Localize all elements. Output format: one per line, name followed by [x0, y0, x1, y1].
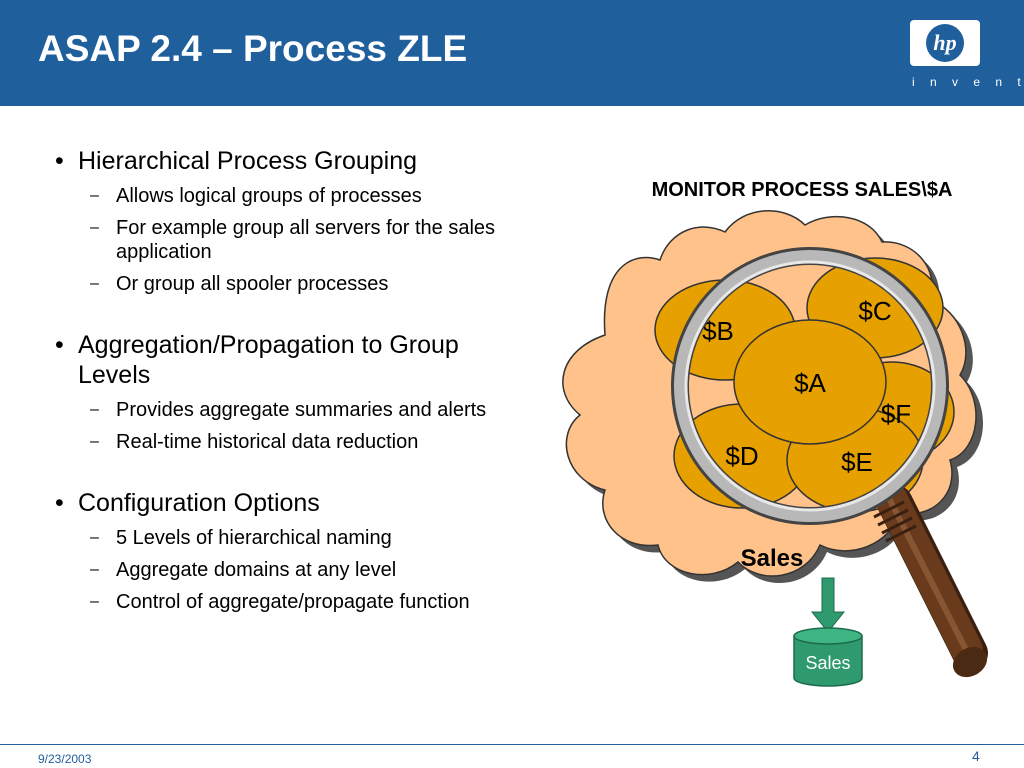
sub-bullet-item: –5 Levels of hierarchical naming	[78, 526, 527, 550]
bullet-list: •Hierarchical Process Grouping–Allows lo…	[52, 146, 527, 614]
process-f-label: $F	[881, 399, 911, 429]
sub-bullet-marker: –	[90, 593, 99, 610]
sub-bullet-marker: –	[90, 433, 99, 450]
group-label: Sales	[741, 545, 804, 572]
bullet-item: • Aggregation/Propagation to Group Levels…	[52, 330, 527, 454]
sub-bullet-marker: –	[90, 529, 99, 546]
process-e-label: $E	[841, 447, 873, 477]
diagram-heading: MONITOR PROCESS SALES\$A	[652, 179, 953, 201]
sub-bullet-list: –5 Levels of hierarchical naming–Aggrega…	[78, 526, 527, 614]
sub-bullet-text: 5 Levels of hierarchical naming	[116, 527, 392, 549]
bullet-marker: •	[55, 489, 64, 517]
sub-bullet-item: –Aggregate domains at any level	[78, 558, 527, 582]
hp-logo-icon: hp	[910, 20, 980, 66]
process-d-label: $D	[725, 441, 758, 471]
sub-bullet-text: Aggregate domains at any level	[116, 559, 397, 581]
slide-title: ASAP 2.4 – Process ZLE	[38, 28, 468, 69]
process-group-diagram: MONITOR PROCESS SALES\$A $B $C $F $D $E …	[520, 160, 1024, 700]
sub-bullet-item: –Allows logical groups of processes	[78, 184, 527, 208]
bullet-text: Configuration Options	[78, 489, 320, 517]
sub-bullet-marker: –	[90, 187, 99, 204]
down-arrow-icon	[810, 577, 846, 633]
sub-bullet-text: Real-time historical data reduction	[116, 431, 419, 453]
sub-bullet-marker: –	[90, 275, 99, 292]
page-number: 4	[972, 748, 980, 764]
sub-bullet-text: For example group all servers for the sa…	[116, 217, 496, 263]
sub-bullet-item: –Or group all spooler processes	[78, 272, 527, 296]
sub-bullet-list: –Allows logical groups of processes–For …	[78, 184, 527, 296]
magnifying-glass-icon	[671, 247, 988, 678]
sub-bullet-marker: –	[90, 561, 99, 578]
sub-bullet-marker: –	[90, 401, 99, 418]
bullet-item: •Configuration Options–5 Levels of hiera…	[52, 488, 527, 614]
sub-bullet-marker: –	[90, 219, 99, 236]
bullet-marker: •	[55, 331, 64, 359]
sub-bullet-text: Or group all spooler processes	[116, 273, 389, 295]
bullet-marker: •	[55, 147, 64, 175]
sub-bullet-item: –Real-time historical data reduction	[78, 430, 527, 454]
sub-bullet-text: Allows logical groups of processes	[116, 185, 422, 207]
sub-bullet-item: –Control of aggregate/propagate function	[78, 590, 527, 614]
logo-mark: hp	[933, 30, 956, 55]
process-a-label: $A	[794, 368, 826, 398]
bullet-item: •Hierarchical Process Grouping–Allows lo…	[52, 146, 527, 296]
process-a-bubble	[733, 319, 887, 445]
process-c-label: $C	[858, 296, 891, 326]
sub-bullet-item: –For example group all servers for the s…	[78, 216, 527, 264]
database-label: Sales	[805, 653, 850, 673]
sub-bullet-item: –Provides aggregate summaries and alerts	[78, 398, 527, 422]
logo-tagline: i n v e n t	[912, 75, 1024, 89]
sub-bullet-list: –Provides aggregate summaries and alerts…	[78, 398, 527, 454]
bullet-text: Aggregation/Propagation to Group Levels	[78, 331, 459, 389]
database-icon: Sales	[793, 627, 863, 687]
sub-bullet-text: Control of aggregate/propagate function	[116, 591, 470, 613]
sub-bullet-text: Provides aggregate summaries and alerts	[116, 399, 487, 421]
footer-date: 9/23/2003	[38, 752, 92, 766]
title-bar: ASAP 2.4 – Process ZLE hp i n v e n t	[0, 0, 1024, 106]
footer-divider	[0, 744, 1024, 745]
bullet-text: Hierarchical Process Grouping	[78, 147, 418, 175]
